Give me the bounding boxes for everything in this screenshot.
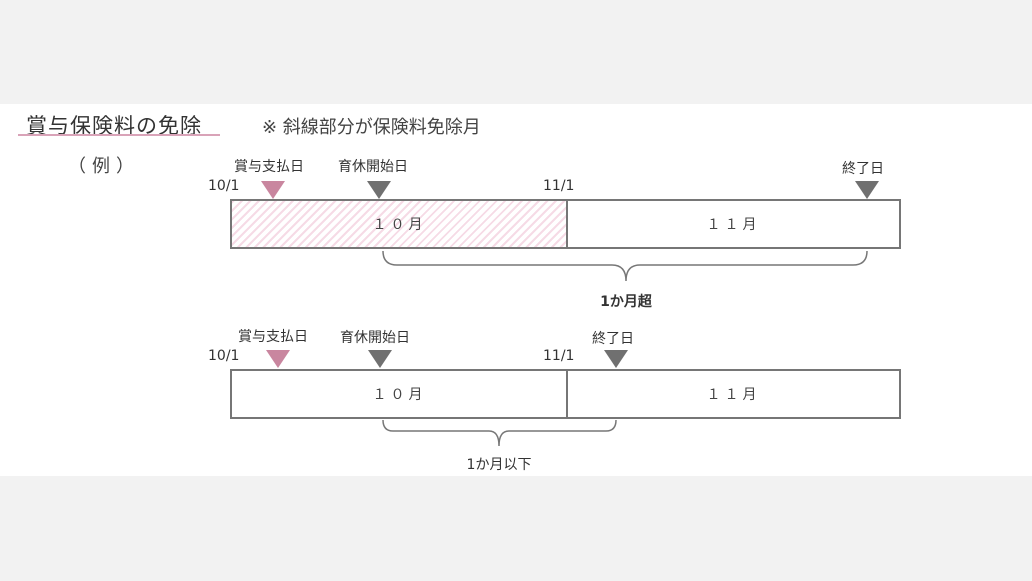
end-marker-icon [855,181,879,199]
month-cell-november: １１月 [706,217,761,233]
example-label: （例） [68,156,140,177]
date-start: 10/1 [208,178,240,194]
month-cell-november: １１月 [706,387,761,403]
month-bar: １０月 １１月 [230,199,901,249]
leave-start-label: 育休開始日 [340,330,410,346]
leave-start-marker-icon [367,181,391,199]
duration-brace [382,250,868,282]
leave-start-marker-icon [368,350,392,368]
duration-label: 1か月超 [600,294,652,310]
month-cell-october-exempt: １０月 [232,201,567,247]
month-cell-october: １０月 [372,387,427,403]
date-start: 10/1 [208,348,240,364]
month-bar: １０月 １１月 [230,369,901,419]
end-date-label: 終了日 [592,331,634,347]
bonus-date-label: 賞与支払日 [238,329,308,345]
hatch-note: ※ 斜線部分が保険料免除月 [262,117,481,138]
end-date-label: 終了日 [842,161,884,177]
bonus-date-label: 賞与支払日 [234,159,304,175]
bonus-marker-icon [266,350,290,368]
date-mid: 11/1 [543,178,575,194]
month-divider [566,371,568,417]
date-mid: 11/1 [543,348,575,364]
duration-brace [382,419,617,447]
duration-label: 1か月以下 [466,457,532,473]
title-underline [18,134,220,136]
bonus-marker-icon [261,181,285,199]
leave-start-label: 育休開始日 [338,159,408,175]
end-marker-icon [604,350,628,368]
month-divider [566,201,568,247]
